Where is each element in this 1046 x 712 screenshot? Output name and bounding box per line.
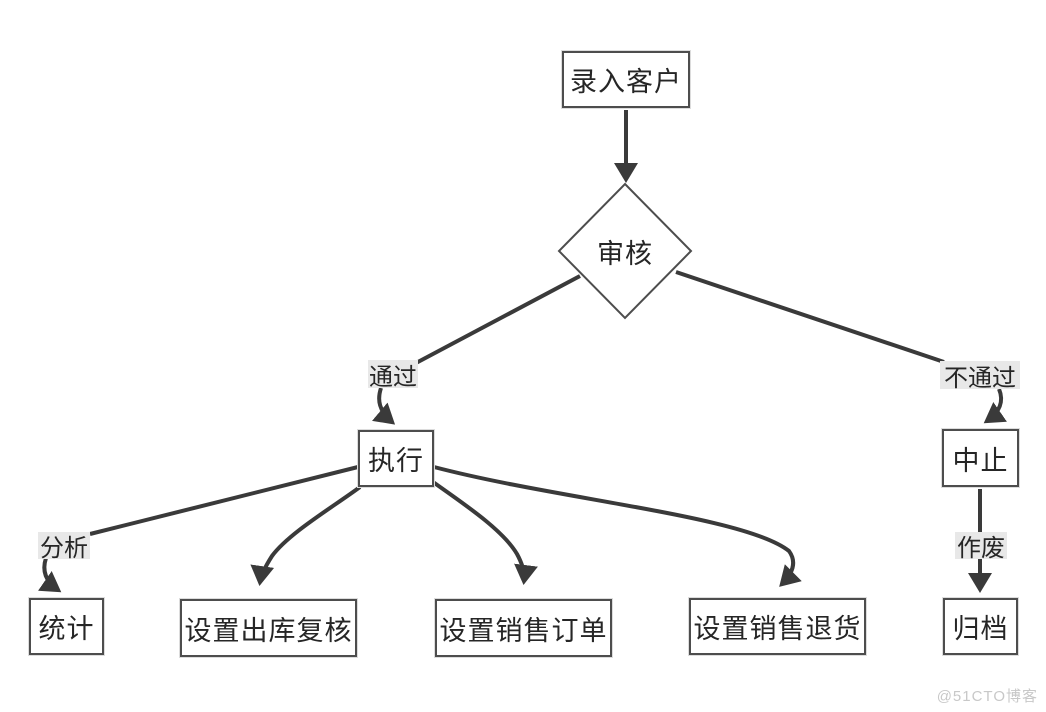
edge-label-void: 作废 — [955, 532, 1007, 562]
edge-label-fail-text: 不通过 — [944, 364, 1016, 392]
node-stats-label: 统计 — [38, 614, 95, 644]
node-set-sales-return-label: 设置销售退货 — [693, 614, 862, 644]
edge-execute-to-set-sales-order — [431, 480, 538, 585]
edge-review-to-pass-label — [415, 274, 581, 365]
node-abort: 中止 — [942, 429, 1019, 487]
edge-pass-label-to-execute — [372, 387, 396, 425]
node-review: 审核 — [559, 185, 691, 318]
edge-label-pass-text: 通过 — [369, 363, 417, 391]
node-archive: 归档 — [943, 598, 1018, 655]
node-abort-label: 中止 — [952, 445, 1009, 476]
diamond-review-shape — [557, 182, 693, 320]
node-archive-label: 归档 — [952, 614, 1009, 644]
node-set-sales-order: 设置销售订单 — [435, 599, 612, 657]
node-execute-label: 执行 — [368, 446, 424, 476]
watermark: @51CTO博客 — [936, 688, 1038, 705]
node-stats: 统计 — [29, 598, 104, 655]
edge-label-fail: 不通过 — [940, 361, 1020, 392]
edge-label-analyze-text: 分析 — [40, 535, 88, 562]
edge-label-pass: 通过 — [368, 360, 418, 391]
node-enter-customer: 录入客户 — [562, 51, 690, 108]
edge-execute-to-set-sales-return — [433, 465, 802, 587]
edge-label-void-text: 作废 — [957, 535, 1005, 562]
node-set-sales-return: 设置销售退货 — [689, 598, 866, 655]
node-set-outbound-recheck: 设置出库复核 — [180, 599, 357, 657]
node-review-label: 审核 — [597, 239, 653, 269]
edge-analyze-label-to-stats — [38, 557, 62, 593]
edge-label-analyze: 分析 — [38, 532, 90, 562]
node-set-outbound-recheck-label: 设置出库复核 — [184, 615, 353, 646]
node-set-sales-order-label: 设置销售订单 — [439, 615, 608, 646]
edge-execute-to-analyze-label — [89, 465, 359, 536]
node-enter-customer-label: 录入客户 — [570, 67, 682, 97]
edge-review-to-fail-label — [675, 270, 945, 364]
node-execute: 执行 — [358, 430, 434, 487]
edge-execute-to-set-outbound-recheck — [250, 485, 362, 586]
edge-fail-label-to-abort — [983, 388, 1007, 424]
